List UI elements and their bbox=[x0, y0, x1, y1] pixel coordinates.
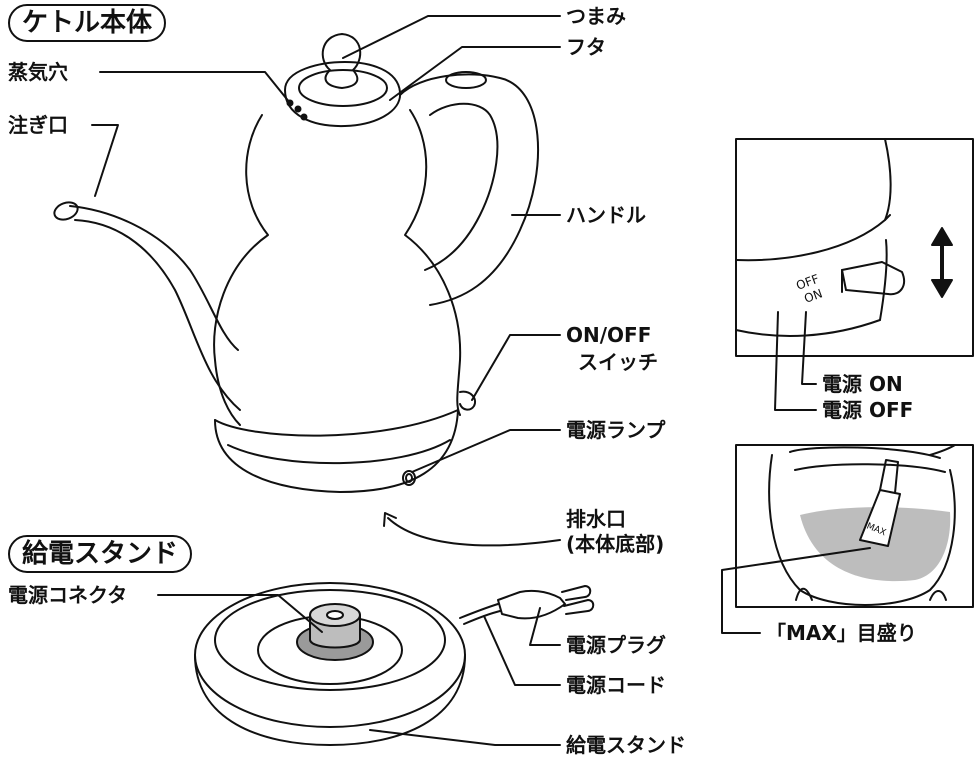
kettle-drawing bbox=[53, 33, 540, 493]
label-drain-line2: (本体底部) bbox=[566, 532, 665, 556]
power-lamp-shape bbox=[402, 470, 416, 486]
switch-lever bbox=[841, 261, 906, 296]
kettle-knob bbox=[321, 33, 362, 89]
curved-arrow-head bbox=[383, 512, 397, 527]
kettle-handle-outer bbox=[399, 73, 540, 306]
steam-hole-dot bbox=[294, 105, 302, 113]
plug-body bbox=[497, 589, 566, 620]
label-power-off: 電源 OFF bbox=[822, 398, 914, 422]
kettle-body-upper-right bbox=[404, 109, 462, 416]
stand-top-ring bbox=[214, 589, 446, 691]
power-cord-line bbox=[463, 610, 501, 625]
stand-side bbox=[194, 654, 466, 746]
leader-spout bbox=[91, 124, 119, 197]
kettle-handle-inner bbox=[424, 102, 499, 271]
switch-on-label: ON bbox=[802, 286, 824, 305]
label-cord: 電源コード bbox=[566, 673, 666, 697]
label-stand: 給電スタンド bbox=[566, 733, 686, 757]
plug-prong bbox=[561, 585, 592, 601]
kettle-spout-tip bbox=[53, 201, 79, 221]
leader-lines bbox=[91, 15, 561, 746]
label-spout: 注ぎ口 bbox=[8, 113, 68, 137]
water-inset bbox=[721, 444, 974, 634]
switch-inset bbox=[735, 138, 974, 411]
leader-plug bbox=[529, 607, 561, 646]
kettle-spout-top bbox=[69, 205, 239, 351]
leader-lamp bbox=[411, 429, 561, 473]
kettle-lid-rim bbox=[298, 69, 388, 107]
section-title-kettle-body: ケトル本体 bbox=[8, 4, 167, 42]
double-arrow-vertical-icon bbox=[931, 227, 953, 298]
label-plug: 電源プラグ bbox=[566, 633, 666, 657]
label-handle: ハンドル bbox=[566, 203, 646, 227]
label-switch-line1: ON/OFF bbox=[566, 323, 652, 347]
kettle-base bbox=[214, 409, 459, 493]
label-lid: フタ bbox=[566, 35, 606, 59]
max-gauge bbox=[859, 489, 901, 547]
label-max-mark: 「MAX」目盛り bbox=[766, 621, 917, 645]
leader-knob bbox=[342, 15, 561, 59]
label-power-lamp: 電源ランプ bbox=[566, 418, 666, 442]
leader-power-on bbox=[801, 311, 817, 385]
kettle-switch-tab bbox=[459, 390, 476, 411]
section-title-power-stand: 給電スタンド bbox=[8, 535, 193, 573]
leader-max bbox=[721, 547, 871, 634]
water-inset-frame bbox=[735, 444, 974, 608]
leader-steam bbox=[99, 71, 291, 104]
stand-drawing bbox=[194, 582, 595, 746]
leader-switch bbox=[471, 334, 561, 401]
plug-prong bbox=[563, 599, 595, 615]
kettle-base-top bbox=[214, 409, 459, 437]
kettle-body-upper bbox=[213, 114, 269, 426]
label-switch-line2: スイッチ bbox=[578, 350, 658, 374]
leader-cord bbox=[483, 615, 561, 686]
label-steam-hole: 蒸気穴 bbox=[8, 60, 68, 84]
label-drain-line1: 排水口 bbox=[566, 507, 626, 531]
steam-hole-dot bbox=[300, 113, 308, 121]
power-cord-line bbox=[459, 603, 499, 619]
connector-hole bbox=[326, 610, 344, 620]
label-knob: つまみ bbox=[566, 4, 626, 28]
leader-lid bbox=[389, 46, 561, 101]
leader-stand bbox=[369, 729, 561, 746]
curved-arrow-icon bbox=[387, 517, 561, 547]
label-power-on: 電源 ON bbox=[822, 372, 903, 396]
kettle-handle-grip bbox=[445, 71, 487, 89]
power-lamp-inner bbox=[405, 473, 413, 483]
label-connector: 電源コネクタ bbox=[8, 583, 128, 607]
kettle-base-band bbox=[227, 439, 451, 465]
leader-power-off bbox=[774, 311, 817, 411]
kettle-spout-bottom bbox=[74, 219, 241, 411]
leader-connector bbox=[157, 594, 323, 633]
switch-inset-frame bbox=[735, 138, 974, 357]
